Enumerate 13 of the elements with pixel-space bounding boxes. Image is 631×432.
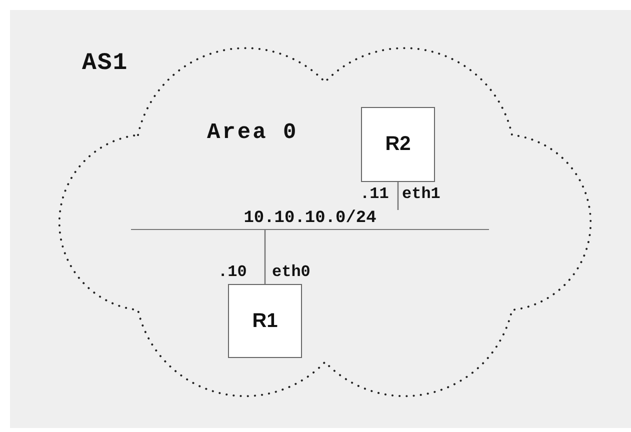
link-line	[397, 182, 399, 210]
subnet-label: 10.10.10.0/24	[244, 210, 376, 227]
address-label: .11	[360, 186, 389, 202]
interface-label: eth1	[402, 186, 440, 202]
region-label: AS1	[82, 52, 128, 76]
link-line	[264, 230, 266, 284]
area-label: Area 0	[207, 122, 298, 144]
address-label: .10	[218, 264, 247, 280]
region-background	[10, 10, 631, 428]
network-segment	[131, 210, 489, 230]
interface-label: eth0	[272, 264, 310, 280]
router-box: R1	[228, 284, 302, 358]
router-box: R2	[361, 107, 435, 182]
